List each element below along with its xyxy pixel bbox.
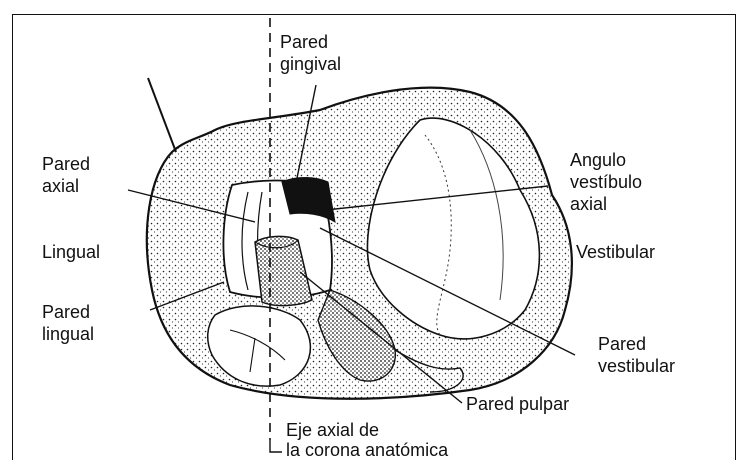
label-lingual: Lingual (42, 242, 100, 262)
label-pared-gingival: Pared gingival (280, 32, 341, 74)
root-line (148, 78, 176, 152)
label-vestibular: Vestibular (576, 242, 655, 262)
label-pared-vestibular: Pared vestibular (598, 334, 675, 376)
label-pared-lingual: Pared lingual (42, 302, 95, 344)
label-pared-pulpar: Pared pulpar (466, 394, 569, 414)
label-eje-axial: Eje axial de la corona anatómica (286, 420, 449, 460)
label-pared-axial: Pared axial (42, 154, 95, 196)
label-angulo-vestibulo-axial: Angulo vestíbulo axial (570, 150, 647, 214)
axis-bracket (270, 440, 282, 452)
